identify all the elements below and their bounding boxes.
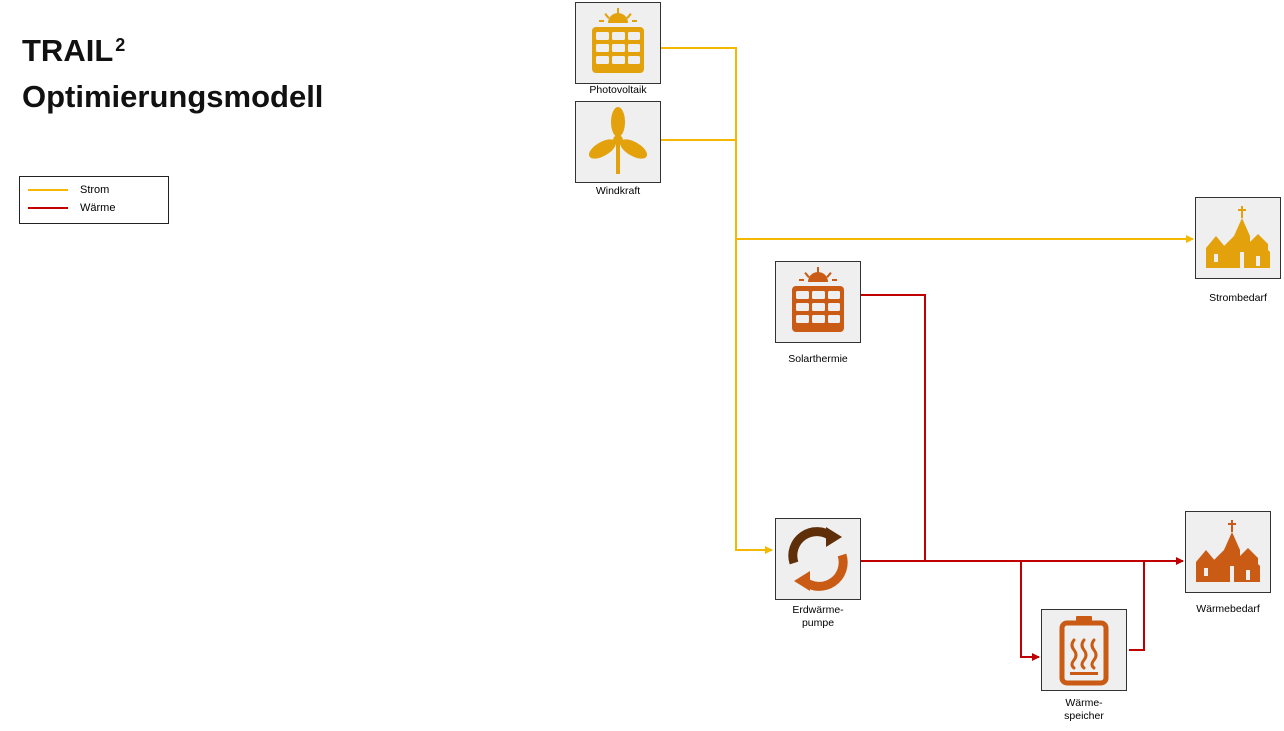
label-windkraft: Windkraft: [595, 185, 641, 197]
strom-line-photovoltaik: [661, 47, 773, 554]
node-waermebedarf[interactable]: [1185, 511, 1271, 593]
waerme-line-solarthermie: [861, 294, 926, 561]
node-strombedarf[interactable]: [1195, 197, 1281, 279]
node-photovoltaik[interactable]: [575, 2, 661, 84]
node-solarthermie[interactable]: [775, 261, 861, 343]
node-erdwaermepumpe[interactable]: [775, 518, 861, 600]
label-waermebedarf: Wärmebedarf: [1196, 603, 1260, 615]
label-photovoltaik: Photovoltaik: [589, 84, 647, 96]
legend-label-strom: Strom: [80, 184, 110, 196]
label-erdwaermepumpe: Erdwärme- pumpe: [758, 604, 878, 630]
label-erdwaermepumpe-line2: pumpe: [801, 617, 835, 629]
waerme-line-speicher-out: [1129, 561, 1145, 651]
town-icon: [1196, 520, 1260, 582]
legend-item-strom: Strom: [28, 182, 109, 198]
title-main: TRAIL: [22, 33, 114, 68]
label-waermespeicher-line1: Wärme-: [1065, 697, 1103, 709]
label-waermespeicher: Wärme- speicher: [1024, 697, 1144, 723]
town-icon: [1206, 206, 1270, 268]
label-waermespeicher-line2: speicher: [1064, 710, 1104, 722]
recycle-icon: [788, 527, 848, 591]
label-erdwaermepumpe-line1: Erdwärme-: [792, 604, 844, 616]
solar-panel-icon: [592, 8, 644, 73]
node-windkraft[interactable]: [575, 101, 661, 183]
title-subtitle: Optimierungsmodell: [22, 79, 324, 114]
legend-line-waerme: [28, 207, 68, 209]
legend: Strom Wärme: [19, 176, 169, 224]
label-solarthermie: Solarthermie: [788, 353, 848, 365]
legend-line-strom: [28, 189, 68, 191]
label-strombedarf: Strombedarf: [1209, 292, 1267, 304]
waerme-line-speicher-in: [1020, 561, 1040, 661]
legend-label-waerme: Wärme: [80, 202, 116, 214]
solar-panel-icon: [792, 267, 844, 332]
heat-battery-icon: [1059, 616, 1109, 686]
title-superscript: 2: [115, 35, 126, 55]
wind-turbine-icon: [588, 107, 648, 174]
legend-item-waerme: Wärme: [28, 200, 115, 216]
node-waermespeicher[interactable]: [1041, 609, 1127, 691]
